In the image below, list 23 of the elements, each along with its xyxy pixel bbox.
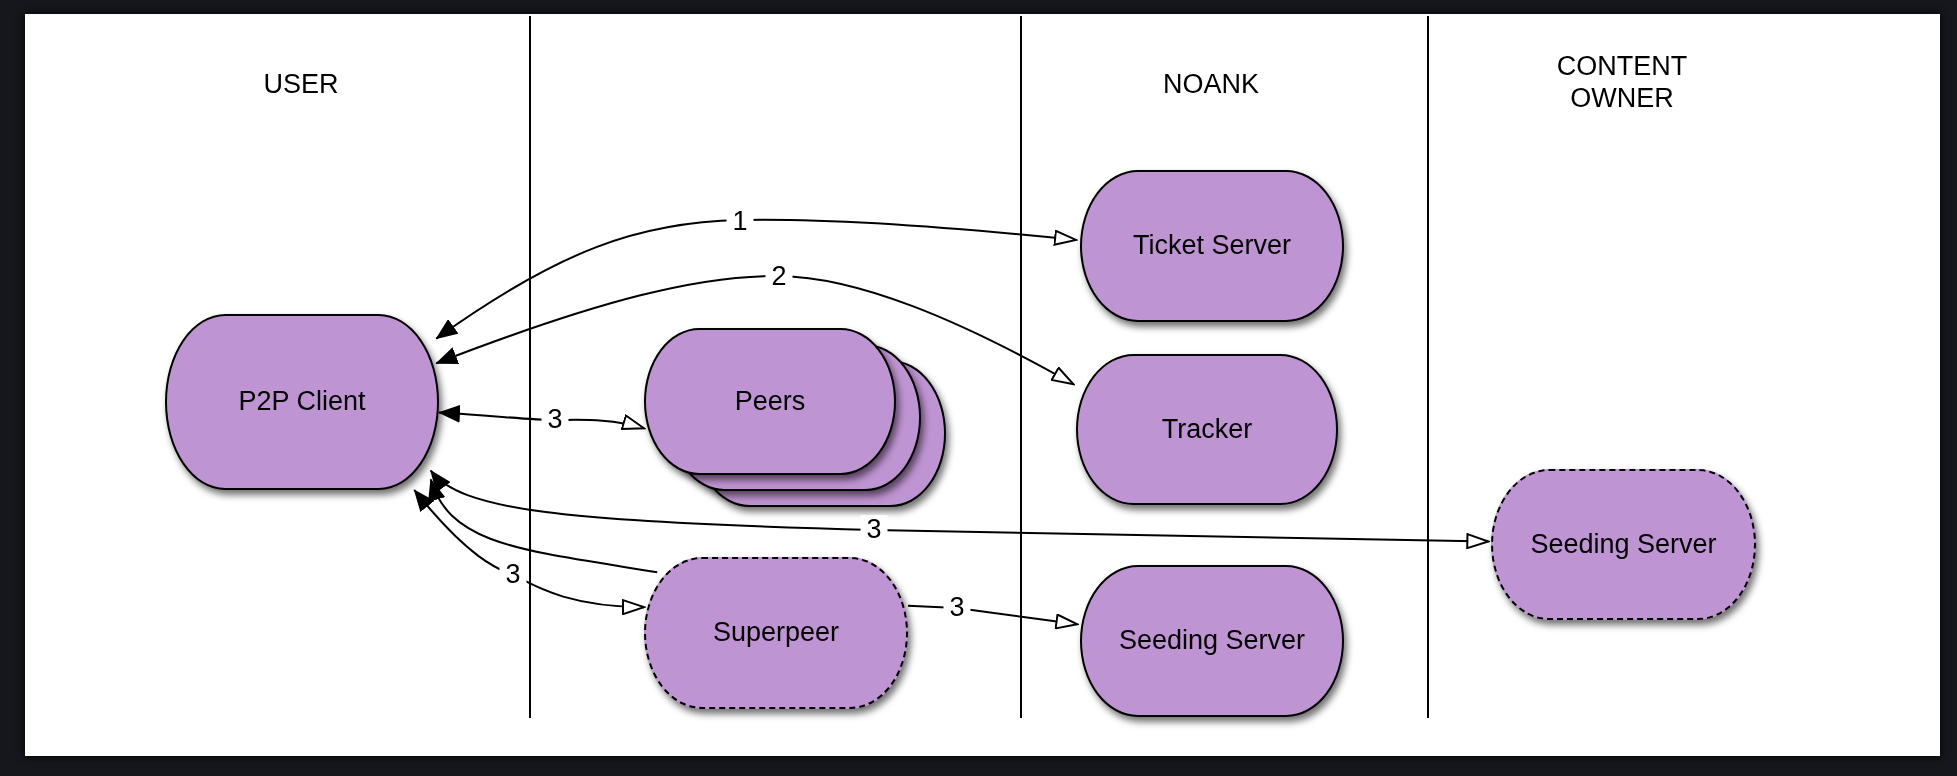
node-label: Ticket Server — [1132, 230, 1291, 262]
process-box — [1076, 354, 1338, 505]
lane-heading: CONTENT OWNER — [1555, 50, 1689, 115]
node-label: Peers — [734, 385, 806, 417]
arrow — [435, 218, 1078, 340]
arrow — [429, 478, 659, 574]
stacked-process-box — [644, 328, 946, 507]
arrow — [438, 404, 645, 431]
node-label: P2P Client — [238, 386, 366, 418]
arrow — [429, 469, 1490, 550]
dashed-process-box — [644, 557, 908, 709]
node-label: Superpeer — [712, 617, 840, 649]
arrow — [435, 275, 1075, 386]
lane-heading: USER — [262, 68, 340, 101]
process-box — [1080, 170, 1344, 322]
process-box — [1080, 565, 1344, 717]
node-label: Seeding Server — [1118, 625, 1306, 657]
process-box — [165, 314, 439, 490]
dashed-process-box — [1491, 469, 1756, 620]
lane-heading: NOANK — [1162, 68, 1260, 101]
arrow — [413, 489, 645, 615]
node-label: Seeding Server — [1530, 528, 1717, 560]
node-label: Tracker — [1161, 413, 1253, 445]
